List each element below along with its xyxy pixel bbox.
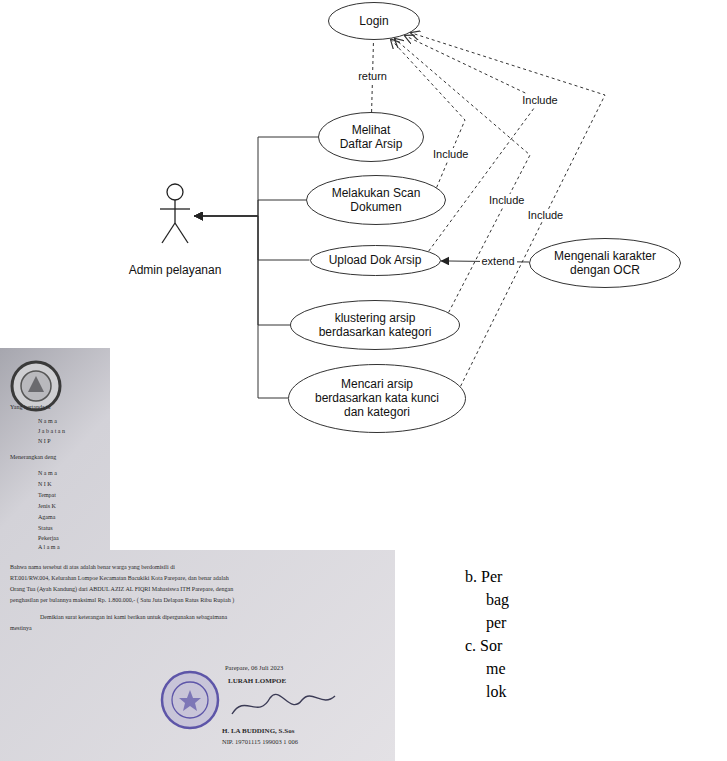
- use-case-ellipse: klustering arsip berdasarkan kategori: [290, 300, 460, 350]
- document-text: RT.001/RW.004, Kelurahan Lompoe Kecamata…: [10, 575, 229, 582]
- document-text: Orang Tua (Ayah Kandung) dari ABDUL AZIZ…: [10, 586, 233, 593]
- connector-label: extend: [480, 255, 517, 268]
- use-case-text: Melihat Daftar Arsip: [335, 123, 407, 151]
- page-text: me: [486, 660, 506, 678]
- page-text: b. Per: [465, 568, 502, 586]
- association-line: [194, 216, 310, 260]
- use-case-ellipse: Login: [328, 2, 420, 40]
- document-text: N a m a: [38, 418, 57, 425]
- use-case-ellipse: Upload Dok Arsip: [310, 245, 441, 276]
- document-text: Yang bertanda ta: [10, 404, 50, 411]
- document-text: Status: [38, 525, 53, 532]
- use-case-label: Mengenali karakter dengan OCR: [550, 249, 660, 277]
- document-text: Demikian surat keterangan ini kami berik…: [40, 614, 227, 621]
- connector-label: Include: [520, 94, 559, 107]
- use-case-label: klustering arsip berdasarkan kategori: [313, 311, 438, 339]
- document-text: N I P: [38, 438, 51, 445]
- document-text: LURAH LOMPOE: [228, 677, 286, 685]
- use-case-text: Melakukan Scan Dokumen: [326, 186, 426, 214]
- document-text: H. LA BUDDING, S.Sos: [222, 727, 294, 735]
- connector-label: return: [356, 70, 389, 83]
- document-text: J a b a t a n: [38, 428, 65, 435]
- document-text: Bahwa nama tersebut di atas adalah benar…: [10, 564, 175, 571]
- document-text: NIP. 19701115 199003 1 006: [222, 738, 298, 745]
- use-case-ellipse: Mengenali karakter dengan OCR: [529, 238, 681, 288]
- connector-label: Include: [526, 209, 565, 222]
- use-case-text: Login: [359, 14, 388, 28]
- actor-figure: [157, 183, 193, 245]
- page-text: per: [486, 614, 506, 632]
- use-case-label: Mencari arsip berdasarkan kata kunci dan…: [311, 377, 443, 419]
- page-text: c. Sor: [465, 637, 502, 655]
- page-text: bag: [486, 591, 509, 609]
- document-text: Tempat: [38, 492, 56, 499]
- logo-emblem: [12, 362, 60, 410]
- signature: [232, 694, 335, 714]
- connector-label: Include: [431, 148, 470, 161]
- document-text: N I K: [38, 481, 52, 488]
- association-line: [194, 137, 318, 216]
- document-text: penghasilan per bulannya maksimal Rp. 1.…: [10, 597, 234, 604]
- document-text: mestinya: [10, 625, 32, 632]
- document-text: Jenis K: [38, 503, 56, 510]
- include-connector: [390, 39, 465, 188]
- document-text: Menerangkan deng: [10, 454, 56, 461]
- official-stamp: [162, 672, 218, 728]
- actor: Admin pelayanan: [129, 183, 222, 277]
- document-text: Parepare, 06 Juli 2023: [225, 664, 283, 671]
- use-case-text: Mengenali karakter dengan OCR: [550, 249, 660, 277]
- use-case-text: Mencari arsip berdasarkan kata kunci dan…: [311, 377, 443, 419]
- association-line: [194, 216, 288, 398]
- use-case-label: Login: [359, 14, 388, 28]
- document-text: N a m a: [38, 470, 57, 477]
- use-case-text: klustering arsip berdasarkan kategori: [313, 311, 438, 339]
- use-case-label: Melihat Daftar Arsip: [335, 123, 407, 151]
- document-text: Agama: [38, 514, 55, 521]
- connector-label: Include: [487, 194, 526, 207]
- use-case-text: Upload Dok Arsip: [329, 253, 422, 267]
- document-text: Pekerjaa: [38, 535, 59, 542]
- actor-name: Admin pelayanan: [129, 263, 222, 277]
- use-case-ellipse: Melakukan Scan Dokumen: [306, 175, 446, 225]
- association-line: [194, 200, 306, 216]
- page-text: lok: [486, 683, 506, 701]
- document-text: A l a m a: [38, 544, 60, 551]
- use-case-ellipse: Melihat Daftar Arsip: [318, 112, 424, 162]
- use-case-label: Melakukan Scan Dokumen: [326, 186, 426, 214]
- use-case-ellipse: Mencari arsip berdasarkan kata kunci dan…: [288, 364, 466, 433]
- use-case-label: Upload Dok Arsip: [329, 253, 422, 267]
